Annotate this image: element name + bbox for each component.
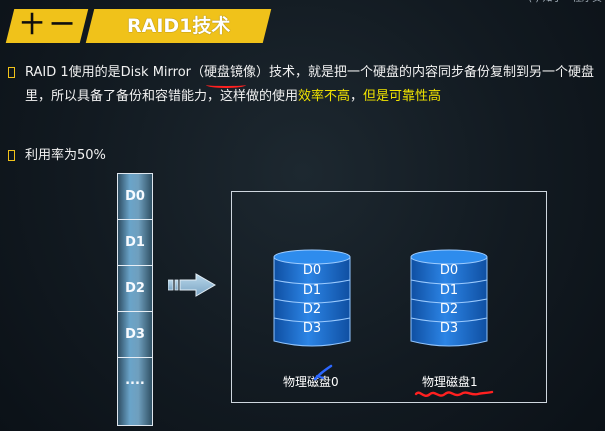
bullet-text: RAID 1使用的是Disk Mirror（硬盘镜像）技术，就是把一个硬盘的内容… (25, 61, 597, 109)
underlined-term: 硬盘镜像 (204, 61, 256, 88)
bullet-text: 利用率为50% (25, 148, 106, 163)
highlight-reliability: 但是可靠性高 (363, 89, 442, 104)
right-arrow-icon (168, 273, 216, 297)
slide-title: RAID1技术 (126, 15, 231, 37)
highlight-efficiency: 效率不高 (298, 89, 351, 104)
disk-cylinder-icon (410, 249, 488, 347)
strip-cell: D0 (118, 174, 152, 220)
bullet-suffix: ）技术，就是把一个硬盘的内容同步备份复制到另一个硬盘里，所以具备了备份和容错能力… (25, 65, 595, 104)
physical-disk-0: D0 D1 D2 D3 (273, 249, 351, 349)
bullet-prefix: RAID 1使用的是Disk Mirror（ (25, 65, 205, 80)
disk-block: D2 (439, 302, 459, 317)
strip-cell: D2 (118, 266, 152, 312)
disk-block: D3 (439, 321, 459, 336)
physical-disk-1: D0 D1 D2 D3 (410, 249, 488, 349)
logical-disk-strip: D0 D1 D2 D3 .... (117, 173, 153, 426)
slide-title-bar: RAID1技术 (85, 9, 272, 43)
bullet-square-icon (8, 67, 15, 78)
disk-cylinder-icon (273, 249, 351, 347)
section-badge-text: 十一 (20, 13, 81, 38)
disk-block: D0 (302, 263, 322, 278)
annotation-wave-icon (414, 390, 494, 398)
bullet-middle: ， (350, 89, 364, 104)
disk-block: D3 (302, 321, 322, 336)
disk-block: D2 (302, 302, 322, 317)
physical-disks-frame (231, 191, 547, 403)
disk-0-label: 物理磁盘0 (283, 375, 339, 389)
disk-1-label: 物理磁盘1 (422, 375, 478, 389)
bullet-square-icon (8, 150, 15, 161)
disk-block: D0 (439, 263, 459, 278)
disk-block: D1 (439, 283, 459, 298)
strip-cell: .... (125, 373, 145, 388)
strip-cell: D3 (118, 312, 152, 358)
corner-watermark: (·) 知乎 · 程序员 (507, 0, 605, 8)
annotation-scribble-icon (313, 364, 333, 381)
disk-block: D1 (302, 283, 322, 298)
bullet-raid1-description: RAID 1使用的是Disk Mirror（硬盘镜像）技术，就是把一个硬盘的内容… (8, 61, 597, 109)
bullet-utilization: 利用率为50% (8, 144, 597, 168)
section-badge: 十一 (5, 9, 89, 43)
strip-cell: D1 (118, 220, 152, 266)
